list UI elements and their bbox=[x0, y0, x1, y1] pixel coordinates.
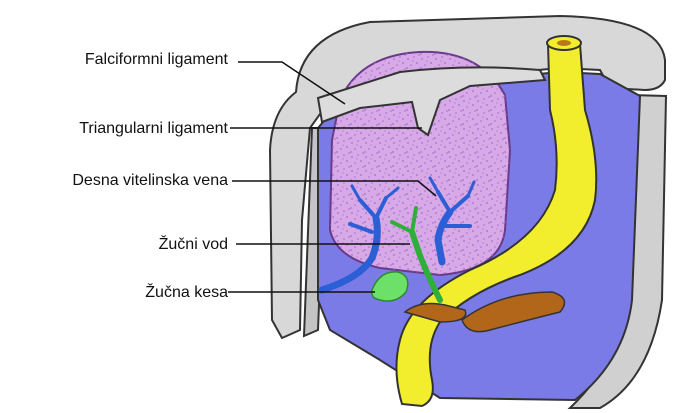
label-bile-duct: Žučni vod bbox=[159, 236, 228, 254]
label-vitelline-vein: Desna vitelinska vena bbox=[72, 172, 228, 190]
label-falciform-ligament: Falciformni ligament bbox=[85, 51, 228, 69]
label-gallbladder: Žučna kesa bbox=[145, 284, 228, 302]
label-triangular-ligament: Triangularni ligament bbox=[79, 120, 228, 138]
gut-lumen bbox=[557, 40, 571, 46]
